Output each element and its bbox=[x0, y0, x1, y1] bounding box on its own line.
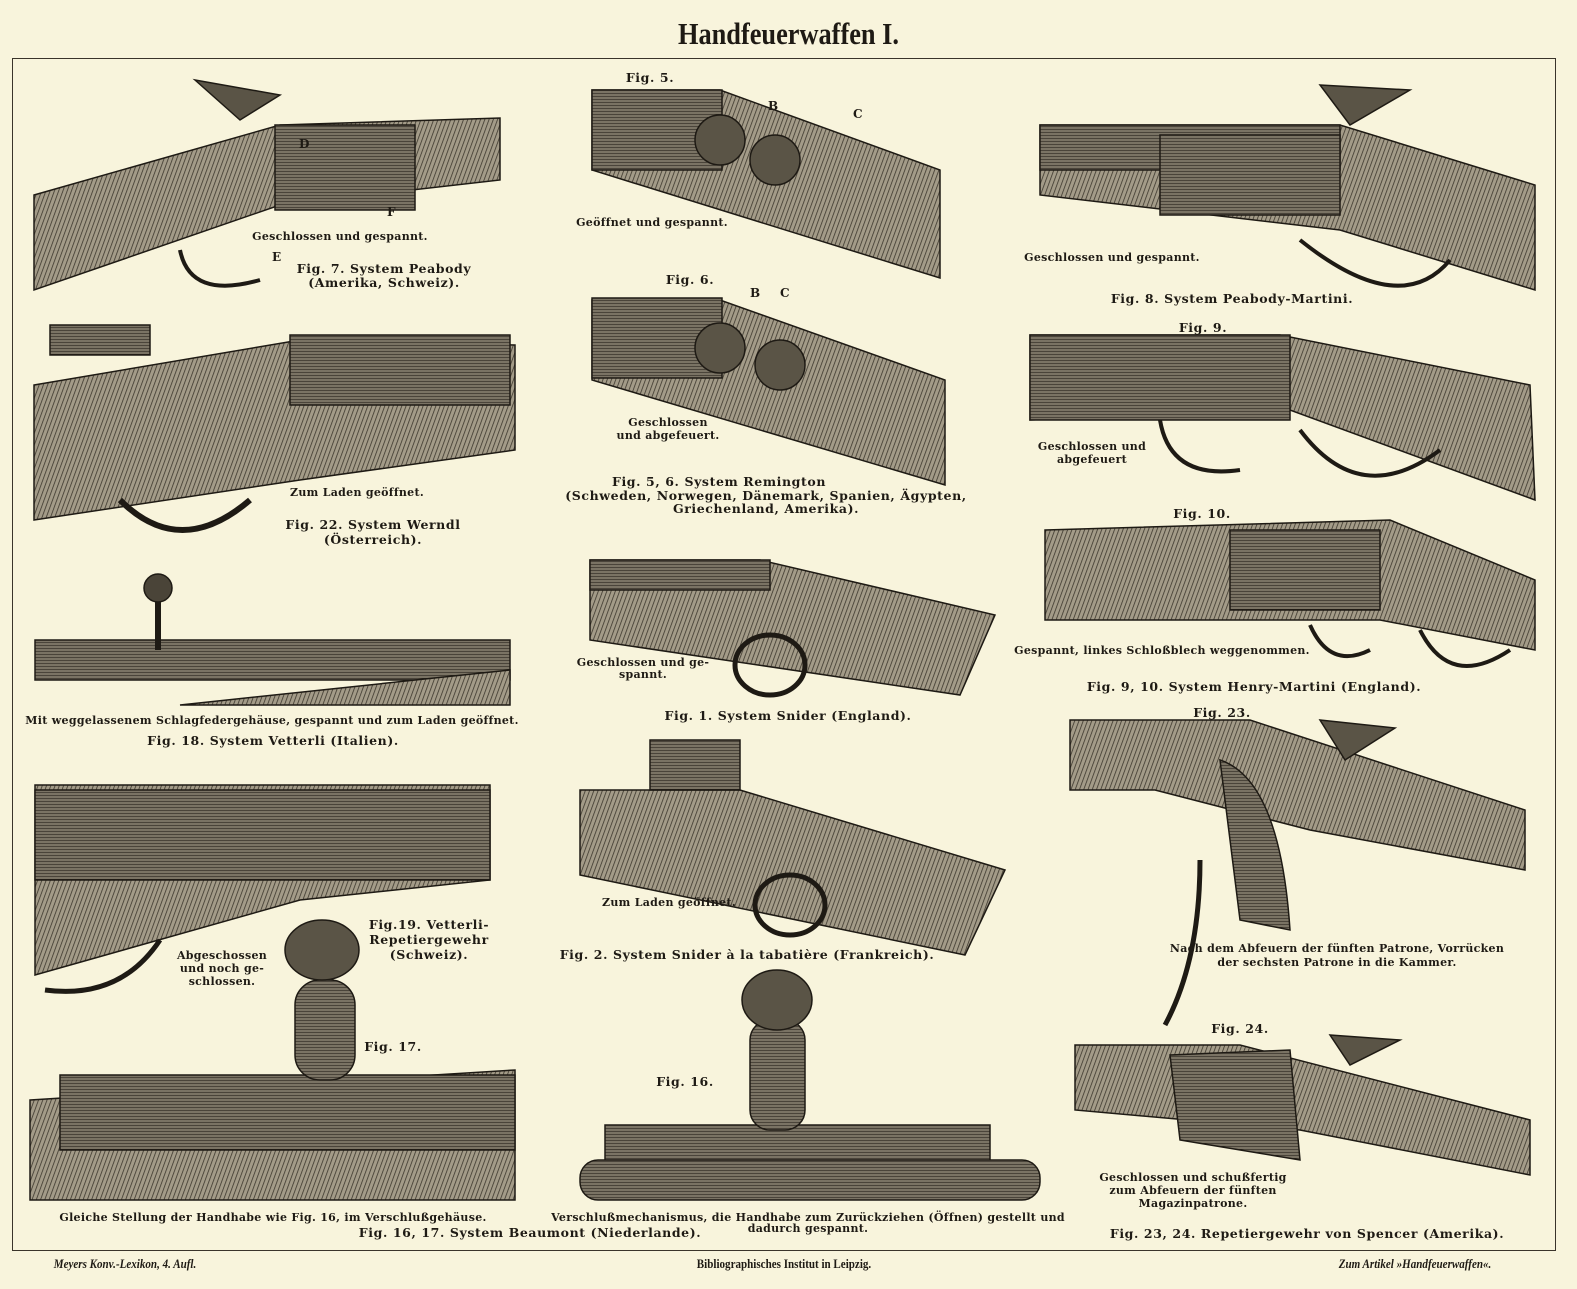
footer-publication: Meyers Konv.-Lexikon, 4. Aufl. bbox=[53, 1256, 197, 1271]
footer-article-ref: Zum Artikel »Handfeuerwaffen«. bbox=[1338, 1256, 1492, 1271]
fig23-caption-2: der sechsten Patrone in die Kammer. bbox=[1217, 956, 1457, 969]
engraving-fig1 bbox=[589, 559, 997, 698]
fig19-title-1: Fig.19. Vetterli- bbox=[368, 917, 490, 932]
fig19-caption-1: Abgeschossen bbox=[176, 949, 268, 962]
fig17-label: Fig. 17. bbox=[364, 1039, 422, 1054]
fig23-caption-1: Nach dem Abfeuern der fünften Patrone, V… bbox=[1169, 942, 1505, 955]
engraving-fig19 bbox=[34, 784, 491, 994]
engraving-fig18 bbox=[34, 573, 511, 706]
label-f-fig7: F bbox=[387, 205, 396, 219]
fig5-label: Fig. 5. bbox=[625, 70, 675, 85]
label-d-fig7: D bbox=[299, 137, 310, 151]
engraving-fig17 bbox=[29, 919, 516, 1201]
plate-title: Handfeuerwaffen I. bbox=[677, 16, 900, 51]
fig2-title: Fig. 2. System Snider à la tabatière (Fr… bbox=[559, 947, 935, 962]
fig22-title: Fig. 22. System Werndl bbox=[285, 517, 461, 532]
fig22-subtitle: (Österreich). bbox=[323, 532, 423, 547]
fig10-caption: Gespannt, linkes Schloßblech weggenommen… bbox=[1014, 644, 1310, 657]
fig2-caption: Zum Laden geöffnet. bbox=[602, 896, 736, 909]
fig910-title: Fig. 9, 10. System Henry-Martini (Englan… bbox=[1086, 679, 1422, 694]
fig7-caption: Geschlossen und gespannt. bbox=[252, 230, 428, 243]
fig19-title-3: (Schweiz). bbox=[389, 947, 469, 962]
engraving-fig24 bbox=[1074, 1034, 1531, 1176]
engraving-fig16 bbox=[579, 969, 1041, 1201]
label-b-fig6: B bbox=[750, 286, 761, 300]
fig16-caption-2: dadurch gespannt. bbox=[747, 1222, 869, 1235]
engraving-fig8 bbox=[1039, 84, 1536, 292]
fig2324-title: Fig. 23, 24. Repetiergewehr von Spencer … bbox=[1109, 1226, 1505, 1241]
fig18-title: Fig. 18. System Vetterli (Italien). bbox=[147, 733, 399, 748]
fig1-title: Fig. 1. System Snider (England). bbox=[664, 708, 912, 723]
engraving-fig6 bbox=[591, 297, 946, 487]
fig24-label: Fig. 24. bbox=[1211, 1021, 1269, 1036]
fig56-title: Fig. 5, 6. System Remington bbox=[611, 474, 827, 489]
fig22-caption: Zum Laden geöffnet. bbox=[290, 486, 424, 499]
fig24-caption-2: zum Abfeuern der fünften bbox=[1109, 1184, 1277, 1197]
fig24-caption-1: Geschlossen und schußfertig bbox=[1099, 1171, 1287, 1184]
fig23-label: Fig. 23. bbox=[1193, 705, 1251, 720]
label-e-fig7: E bbox=[272, 250, 282, 264]
fig6-caption-1: Geschlossen bbox=[628, 416, 708, 429]
fig16-caption-1: Verschlußmechanismus, die Handhabe zum Z… bbox=[551, 1211, 1065, 1224]
label-c-fig5: C bbox=[853, 107, 863, 121]
fig1-caption-1: Geschlossen und ge- bbox=[576, 656, 710, 669]
engraving-fig9 bbox=[1029, 334, 1536, 502]
fig1-caption-2: spannt. bbox=[618, 668, 668, 681]
engraving-fig10 bbox=[1044, 519, 1536, 668]
engraving-fig5 bbox=[591, 89, 941, 280]
fig17-caption: Gleiche Stellung der Handhabe wie Fig. 1… bbox=[59, 1211, 487, 1224]
fig9-label: Fig. 9. bbox=[1178, 320, 1228, 335]
fig56-subtitle-2: Griechenland, Amerika). bbox=[672, 501, 860, 516]
fig19-caption-3: schlossen. bbox=[188, 975, 256, 988]
fig9-caption-1: Geschlossen und bbox=[1037, 440, 1147, 453]
fig6-label: Fig. 6. bbox=[665, 272, 715, 287]
label-c-fig6: C bbox=[780, 286, 790, 300]
fig5-caption: Geöffnet und gespannt. bbox=[576, 216, 728, 229]
fig19-caption-2: und noch ge- bbox=[179, 962, 265, 975]
fig6-caption-2: und abgefeuert. bbox=[616, 429, 720, 442]
fig8-title: Fig. 8. System Peabody-Martini. bbox=[1110, 291, 1354, 306]
fig16-label: Fig. 16. bbox=[656, 1074, 714, 1089]
fig56-subtitle-1: (Schweden, Norwegen, Dänemark, Spanien, … bbox=[565, 488, 967, 503]
fig8-caption: Geschlossen und gespannt. bbox=[1024, 251, 1200, 264]
fig1617-title: Fig. 16, 17. System Beaumont (Niederland… bbox=[358, 1225, 702, 1240]
fig24-caption-3: Magazinpatrone. bbox=[1138, 1197, 1248, 1210]
fig7-subtitle: (Amerika, Schweiz). bbox=[308, 275, 460, 290]
engraving-fig22 bbox=[33, 324, 516, 533]
label-b-fig5: B bbox=[768, 99, 779, 113]
fig9-caption-2: abgefeuert bbox=[1056, 453, 1128, 466]
engraving-fig23 bbox=[1069, 719, 1526, 1027]
plate-frame bbox=[12, 58, 1556, 1251]
fig10-label: Fig. 10. bbox=[1173, 506, 1231, 521]
fig18-caption: Mit weggelassenem Schlagfedergehäuse, ge… bbox=[25, 714, 519, 727]
footer-publisher: Bibliographisches Institut in Leipzig. bbox=[696, 1256, 872, 1271]
fig7-title: Fig. 7. System Peabody bbox=[296, 261, 472, 276]
fig19-title-2: Repetiergewehr bbox=[369, 932, 489, 947]
engraving-fig7 bbox=[33, 78, 501, 292]
engraving-fig2 bbox=[579, 739, 1007, 956]
